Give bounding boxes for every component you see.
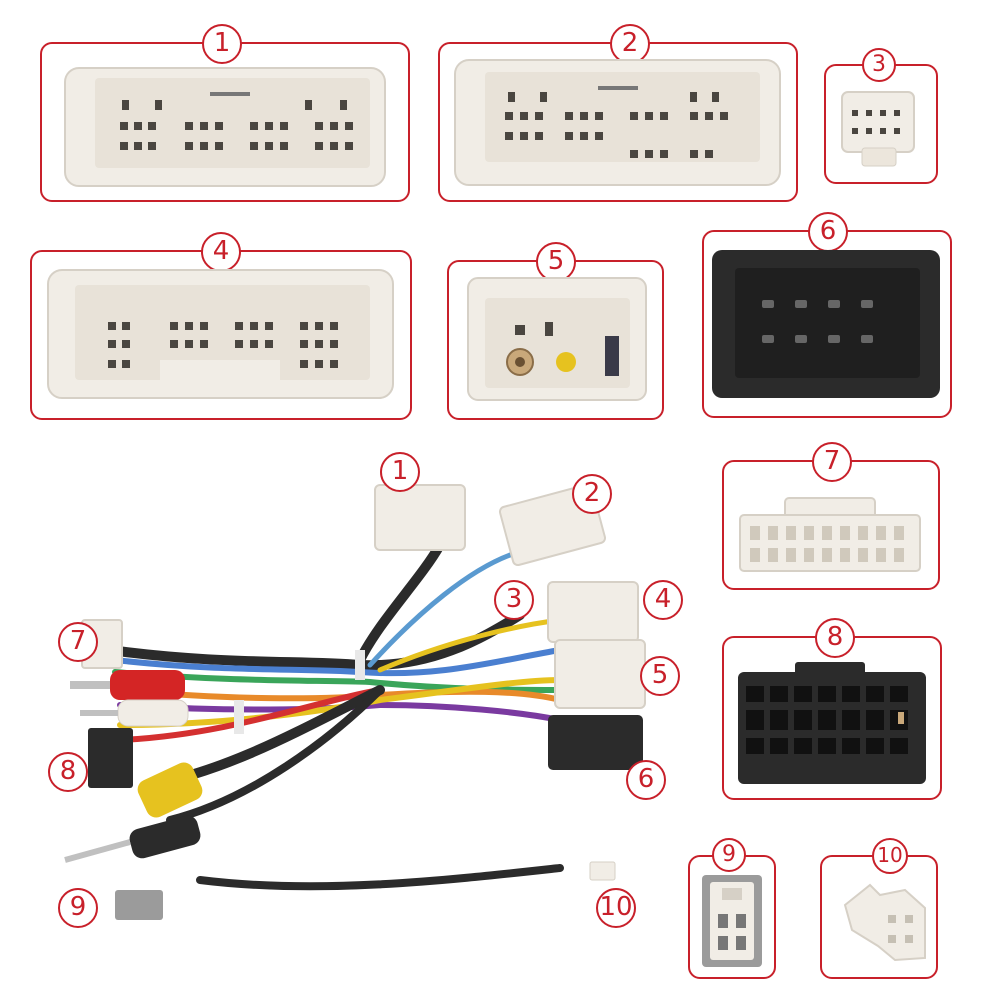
panel-number-4: 4 bbox=[201, 232, 241, 272]
connector-panel-9 bbox=[688, 855, 776, 979]
harness-number-5: 5 bbox=[640, 656, 680, 696]
harness-number-3: 3 bbox=[494, 580, 534, 620]
harness-number-2: 2 bbox=[572, 474, 612, 514]
connector-panel-2 bbox=[438, 42, 798, 202]
connector-panel-10 bbox=[820, 855, 938, 979]
panel-number-6: 6 bbox=[808, 212, 848, 252]
harness-number-4: 4 bbox=[643, 580, 683, 620]
panel-number-3: 3 bbox=[862, 48, 896, 82]
connector-panel-3 bbox=[824, 64, 938, 184]
connector-panel-4 bbox=[30, 250, 412, 420]
panel-number-2: 2 bbox=[610, 24, 650, 64]
panel-number-1: 1 bbox=[202, 24, 242, 64]
panel-number-7: 7 bbox=[812, 442, 852, 482]
connector-panel-6 bbox=[702, 230, 952, 418]
connector-panel-1 bbox=[40, 42, 410, 202]
panel-number-5: 5 bbox=[536, 242, 576, 282]
harness-number-9: 9 bbox=[58, 888, 98, 928]
harness-number-1: 1 bbox=[380, 452, 420, 492]
panel-number-8: 8 bbox=[815, 618, 855, 658]
panel-number-10: 10 bbox=[872, 838, 908, 874]
harness-number-6: 6 bbox=[626, 760, 666, 800]
connector-panel-8 bbox=[722, 636, 942, 800]
harness-number-7: 7 bbox=[58, 622, 98, 662]
panel-number-9: 9 bbox=[712, 838, 746, 872]
harness-number-10: 10 bbox=[596, 888, 636, 928]
connector-panel-5 bbox=[447, 260, 664, 420]
harness-number-8: 8 bbox=[48, 752, 88, 792]
